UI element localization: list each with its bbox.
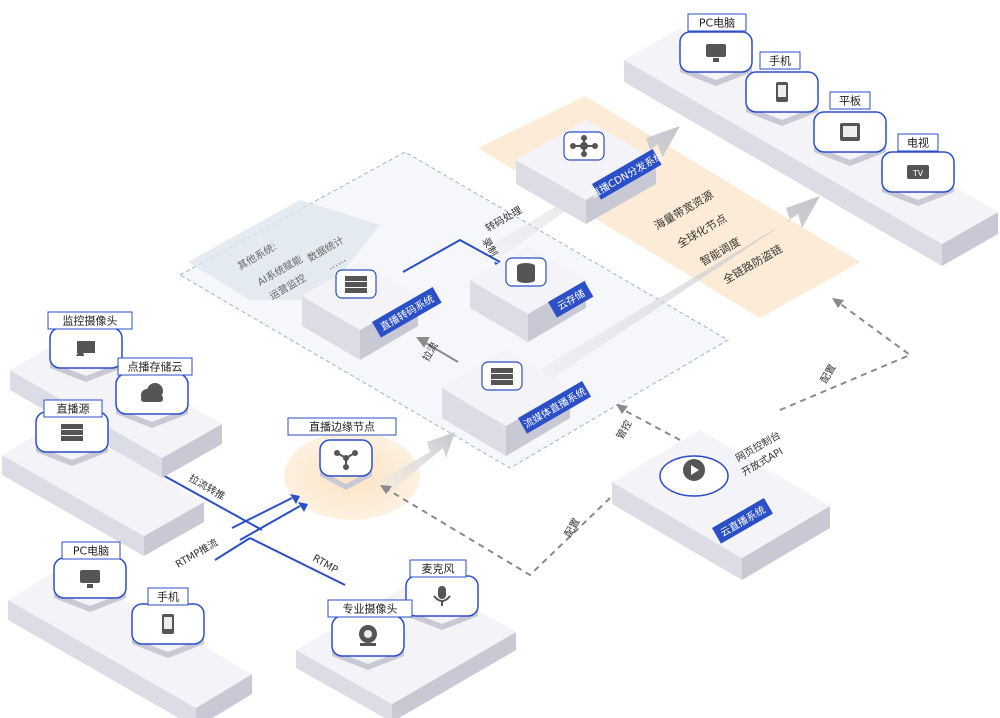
camera-icon	[76, 341, 95, 356]
viewer-phone-tag: 手机	[759, 51, 801, 70]
cloud-zone	[178, 151, 729, 469]
webcam-icon	[359, 625, 377, 646]
viewer-tv-card[interactable]: TV	[881, 151, 955, 206]
dashed-head-cdn	[832, 298, 844, 308]
play-icon	[683, 459, 705, 481]
pull-arrow	[416, 337, 459, 363]
streaming-icon-card[interactable]	[481, 361, 523, 391]
db-icon	[517, 263, 535, 283]
phone-icon	[162, 614, 174, 634]
microphone-tag: 麦克风	[409, 559, 467, 578]
svg-text:平板: 平板	[839, 94, 861, 108]
dashed-control-lines	[384, 299, 913, 577]
pusher-phone-tag: 手机	[147, 587, 189, 606]
svg-text:专业摄像头: 专业摄像头	[343, 602, 398, 616]
pro-camera-tag: 专业摄像头	[327, 599, 413, 618]
label-config-left: 配置	[562, 516, 582, 539]
cloud-icon	[141, 383, 163, 402]
svg-text:PC电脑: PC电脑	[73, 545, 109, 558]
platform-pushers	[8, 566, 252, 718]
svg-text:麦克风: 麦克风	[422, 563, 455, 576]
surveillance-camera-tag: 监控摄像头	[47, 311, 133, 330]
pusher-pc-card[interactable]	[53, 557, 127, 612]
microphone-card[interactable]	[405, 575, 479, 630]
mic-icon	[433, 586, 451, 606]
svg-text:PC电脑: PC电脑	[699, 17, 735, 30]
label-config-right: 配置	[818, 362, 838, 385]
tv-icon: TV	[907, 165, 929, 179]
phone-icon	[776, 82, 788, 102]
pro-camera-card[interactable]	[331, 615, 405, 670]
live-source-tag: 直播源	[43, 399, 103, 418]
arrowhead-push-2	[298, 502, 308, 512]
dashed-head-edge	[380, 485, 392, 494]
tablet-icon	[840, 123, 860, 141]
svg-text:点播存储云: 点播存储云	[128, 360, 183, 374]
vod-cloud-tag: 点播存储云	[117, 357, 193, 376]
vod-cloud-card[interactable]	[115, 373, 189, 428]
label-rtmp-push: RTMP推流	[173, 536, 220, 571]
server-icon	[491, 368, 513, 385]
storage-icon-card[interactable]	[505, 257, 547, 287]
dashed-head-streaming	[616, 404, 628, 414]
viewer-pc-tag: PC电脑	[687, 13, 747, 32]
network-icon	[570, 135, 598, 157]
arrowhead-push	[290, 494, 300, 504]
viewer-phone-card[interactable]	[745, 71, 819, 126]
svg-text:手机: 手机	[157, 590, 179, 604]
svg-text:直播边缘节点: 直播边缘节点	[309, 420, 375, 434]
platform-console	[612, 430, 830, 580]
viewer-tablet-tag: 平板	[829, 91, 871, 110]
arrow-edge-to-streaming	[378, 432, 455, 492]
pusher-phone-card[interactable]	[131, 603, 205, 658]
svg-text:TV: TV	[912, 169, 924, 178]
viewer-tv-tag: 电视	[897, 133, 939, 152]
edge-node-tag: 直播边缘节点	[287, 417, 397, 436]
svg-text:监控摄像头: 监控摄像头	[63, 314, 118, 328]
monitor-icon	[80, 570, 100, 588]
viewer-pc-card[interactable]	[679, 31, 753, 86]
transcode-icon-card[interactable]	[335, 269, 377, 299]
server-icon	[345, 276, 367, 293]
server-icon	[61, 424, 83, 441]
blue-flow-lines	[149, 238, 501, 586]
monitor-icon	[706, 44, 726, 62]
cdn-icon-card[interactable]	[563, 131, 605, 161]
label-manage: 管控	[613, 418, 634, 442]
edge-node-card[interactable]	[319, 439, 373, 490]
console-icon-card[interactable]	[659, 455, 729, 497]
hub-icon	[334, 450, 358, 470]
svg-text:手机: 手机	[769, 54, 791, 68]
label-rtmp: RTMP	[311, 553, 340, 576]
svg-text:直播源: 直播源	[57, 402, 90, 416]
svg-text:电视: 电视	[907, 136, 929, 150]
arrow-streaming-to-cdn	[522, 196, 820, 392]
viewer-tablet-card[interactable]	[813, 111, 887, 166]
surveillance-camera-card[interactable]	[49, 327, 123, 382]
pusher-pc-tag: PC电脑	[61, 541, 121, 560]
